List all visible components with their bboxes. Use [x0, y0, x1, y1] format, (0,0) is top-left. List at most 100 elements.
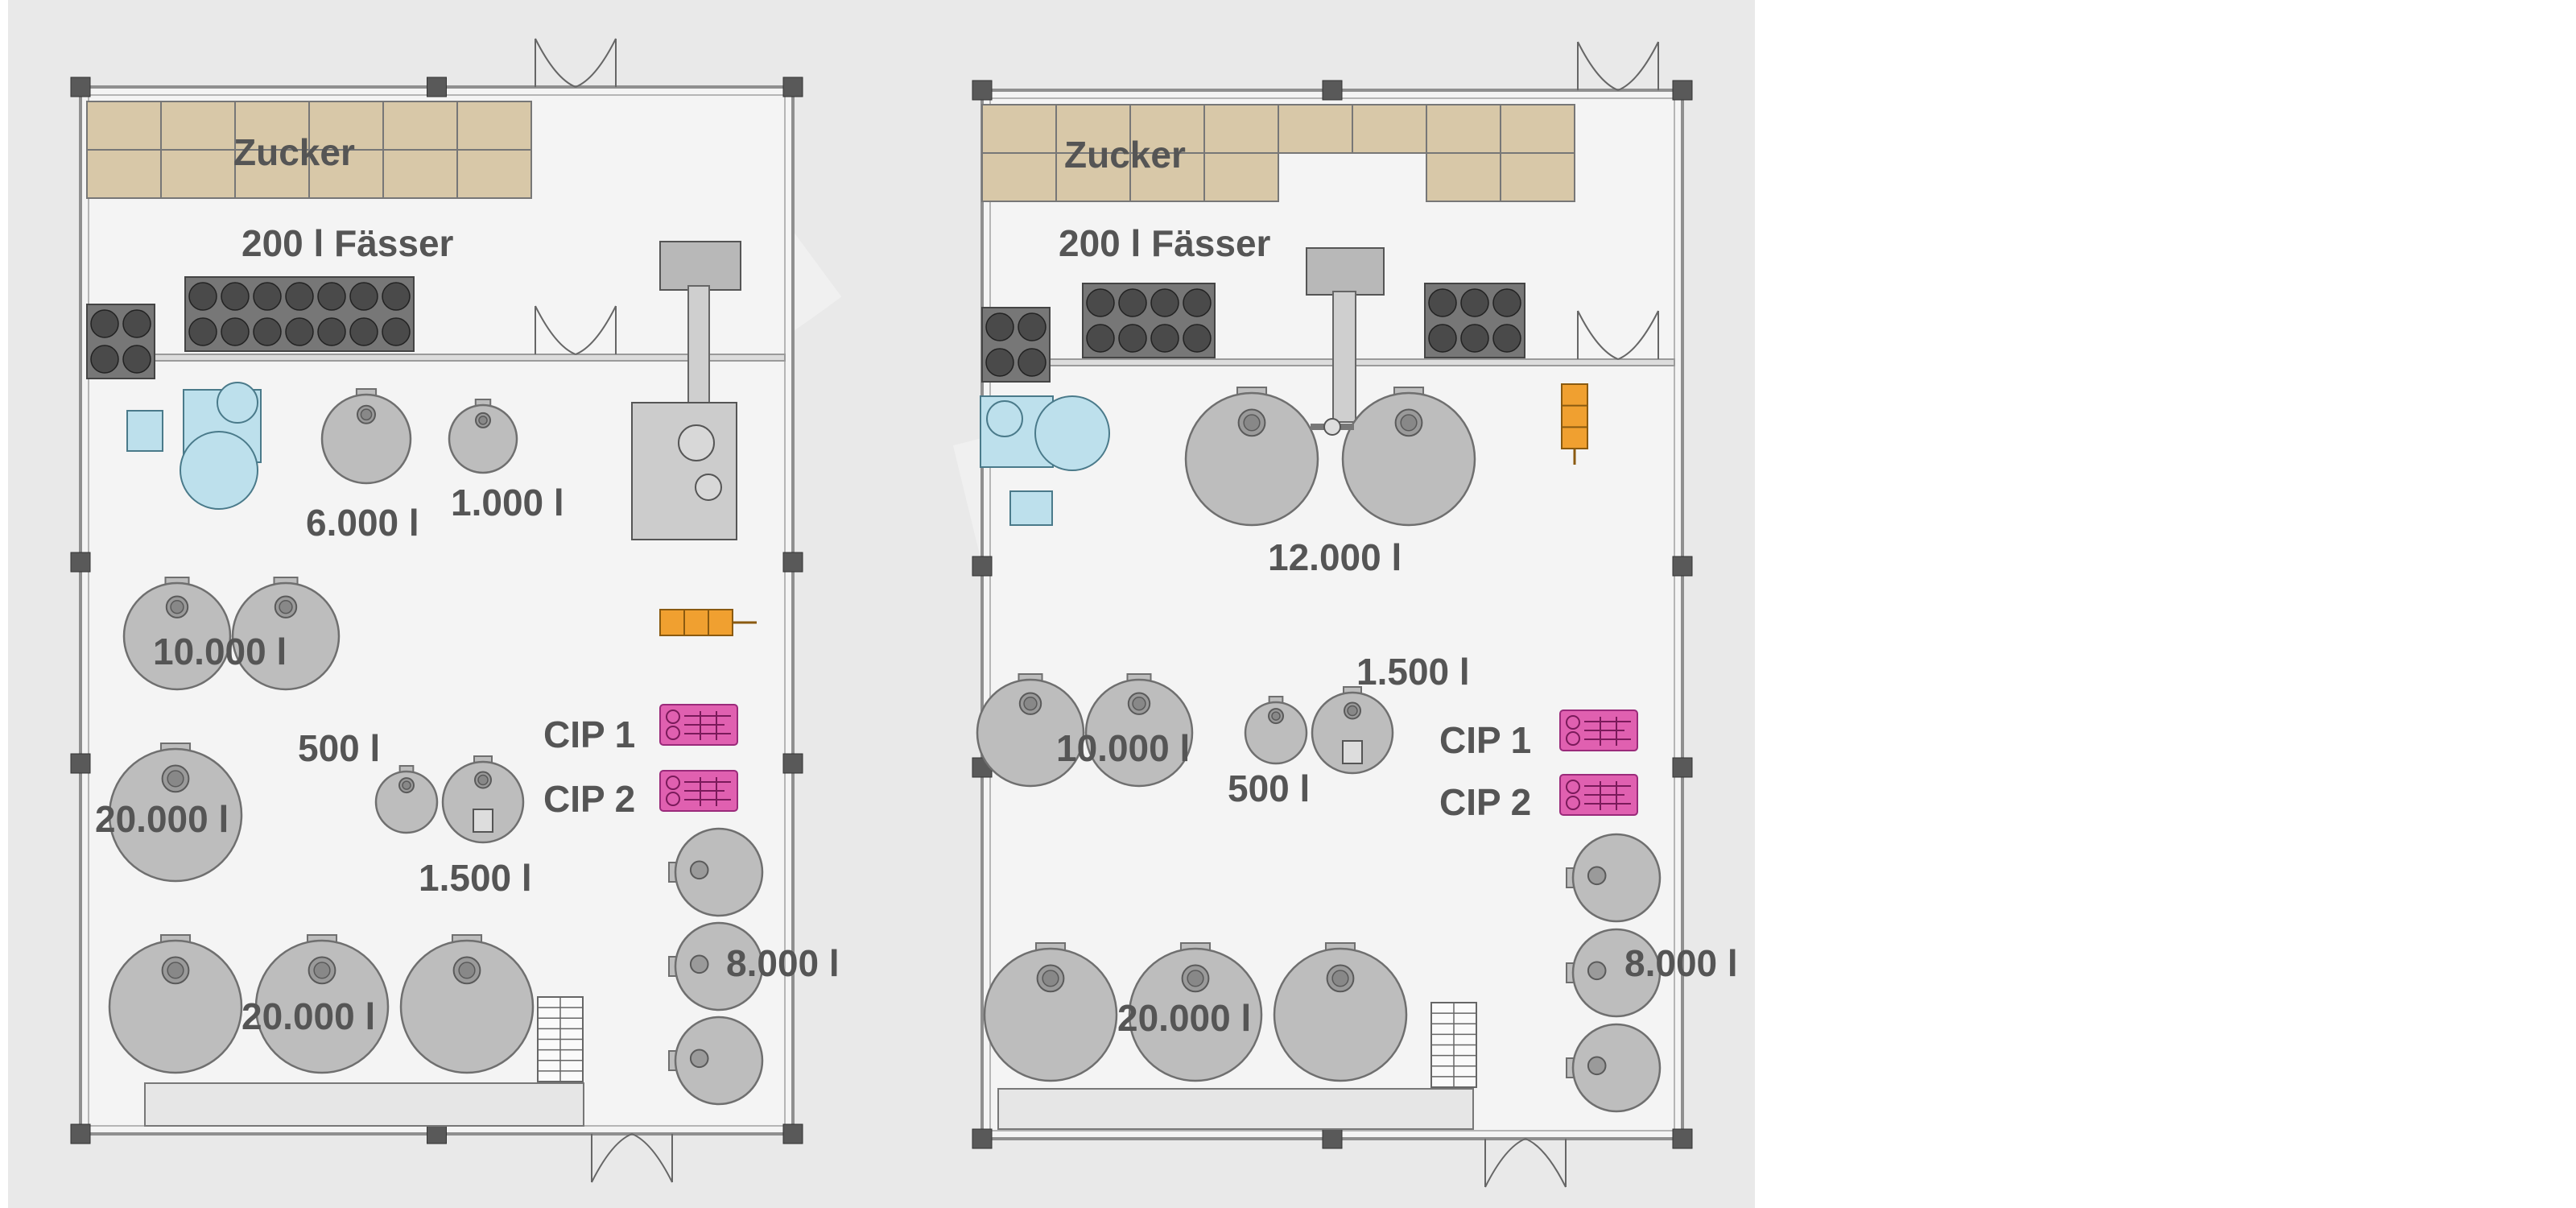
barrel-pallet-right [1424, 283, 1525, 358]
tank-10000-a [122, 577, 232, 691]
label-tank-1500: 1.500 l [419, 857, 532, 899]
barrel [985, 348, 1014, 377]
door-leaf [1577, 310, 1659, 360]
tank-body [231, 581, 341, 691]
barrel [985, 312, 1014, 341]
cip-pump [1566, 780, 1580, 794]
tank-12000-a [1184, 387, 1319, 527]
tank-20000-a [983, 942, 1118, 1082]
tank-manhole-inner [1347, 705, 1358, 717]
structural-column [1672, 1128, 1693, 1149]
tank-body [122, 581, 232, 691]
tank-body [1341, 391, 1476, 527]
tank-body [674, 1016, 764, 1106]
tank-manhole-inner [1042, 970, 1059, 987]
cip-pump [1566, 731, 1580, 746]
tank-manhole-inner [360, 408, 373, 421]
tank-connector-valve [1323, 418, 1341, 436]
sugar-box [1203, 152, 1279, 202]
tank-manhole-inner [1271, 711, 1281, 721]
label-tank-8000: 8.000 l [1624, 942, 1738, 984]
barrel [221, 317, 250, 346]
cip-unit-1 [1559, 709, 1638, 751]
tank-manhole-inner [1132, 697, 1146, 711]
tank-1000 [448, 399, 518, 474]
barrel [90, 345, 119, 374]
label-tank-10000: 10.000 l [153, 631, 287, 672]
tank-manhole [1587, 1056, 1607, 1076]
barrel [1018, 348, 1046, 377]
barrel [188, 317, 217, 346]
structural-column [972, 556, 993, 577]
barrel [1150, 288, 1179, 317]
sugar-storage [86, 101, 532, 199]
barrel [349, 282, 378, 311]
structural-column [427, 77, 447, 97]
cip-pump [666, 776, 680, 790]
tank-body [108, 747, 243, 883]
partition-wall [88, 354, 786, 362]
label-cip-2: CIP 2 [1439, 781, 1531, 823]
structural-column [70, 552, 91, 573]
tank-manhole-inner [1400, 414, 1418, 432]
entrance-door-bottom [591, 1133, 673, 1183]
sugar-box [86, 101, 162, 151]
tank-body [254, 939, 390, 1074]
blue-unit-pump [986, 400, 1023, 437]
structural-column [1672, 556, 1693, 577]
tank-6000 [320, 388, 412, 485]
label-tank-6000: 6.000 l [306, 502, 419, 544]
sugar-box [234, 149, 310, 199]
barrel [1460, 324, 1489, 353]
tank-manhole-inner [313, 962, 331, 979]
tank-8000-a [1566, 833, 1662, 923]
barrel [285, 282, 314, 311]
structural-column [972, 80, 993, 101]
sugar-box [382, 149, 458, 199]
tank-8000-a [668, 827, 764, 917]
structural-column [427, 1123, 447, 1144]
barrel [122, 309, 151, 338]
label-tank-1000: 1.000 l [451, 482, 564, 523]
tank-20000-c [1273, 942, 1408, 1082]
barrel [1428, 288, 1457, 317]
door-leaf [1577, 41, 1659, 91]
tank-manhole-inner [167, 962, 184, 979]
structural-column [782, 753, 803, 774]
tank-body [320, 393, 412, 485]
label-barrels: 200 l Fässer [242, 222, 454, 264]
cip-piping [684, 777, 731, 806]
structural-column [70, 753, 91, 774]
barrel [317, 317, 346, 346]
filler-hopper [1306, 247, 1385, 296]
tank-manhole-inner [1331, 970, 1349, 987]
sugar-box [1500, 152, 1575, 202]
tank-manhole [689, 1049, 709, 1069]
tank-body [1571, 928, 1662, 1018]
ladder-frame [1561, 383, 1588, 449]
tank-body [976, 678, 1085, 788]
tank-manhole-inner [1187, 970, 1204, 987]
tank-20000-b [1128, 942, 1263, 1082]
sugar-box [308, 149, 384, 199]
inner-door [535, 305, 617, 355]
tank-500 [1244, 696, 1308, 765]
sugar-box [1055, 104, 1131, 154]
tank-body [674, 921, 764, 1011]
label-sugar: Zucker [233, 131, 355, 173]
label-sugar: Zucker [1064, 134, 1186, 176]
filling-machine [631, 402, 737, 540]
ladder-horizontal [659, 609, 757, 636]
blue-unit-pump [217, 382, 258, 424]
tank-body [374, 770, 439, 834]
cip-unit-1 [659, 704, 738, 746]
sugar-box [1500, 104, 1575, 154]
sugar-box [1352, 104, 1427, 154]
ladder-vertical [1561, 383, 1588, 465]
barrel [1183, 288, 1212, 317]
sugar-box [1426, 104, 1501, 154]
barrel [1150, 324, 1179, 353]
work-platform [144, 1082, 584, 1127]
tank-20000-single [108, 743, 243, 883]
entrance-door-bottom [1484, 1138, 1567, 1188]
